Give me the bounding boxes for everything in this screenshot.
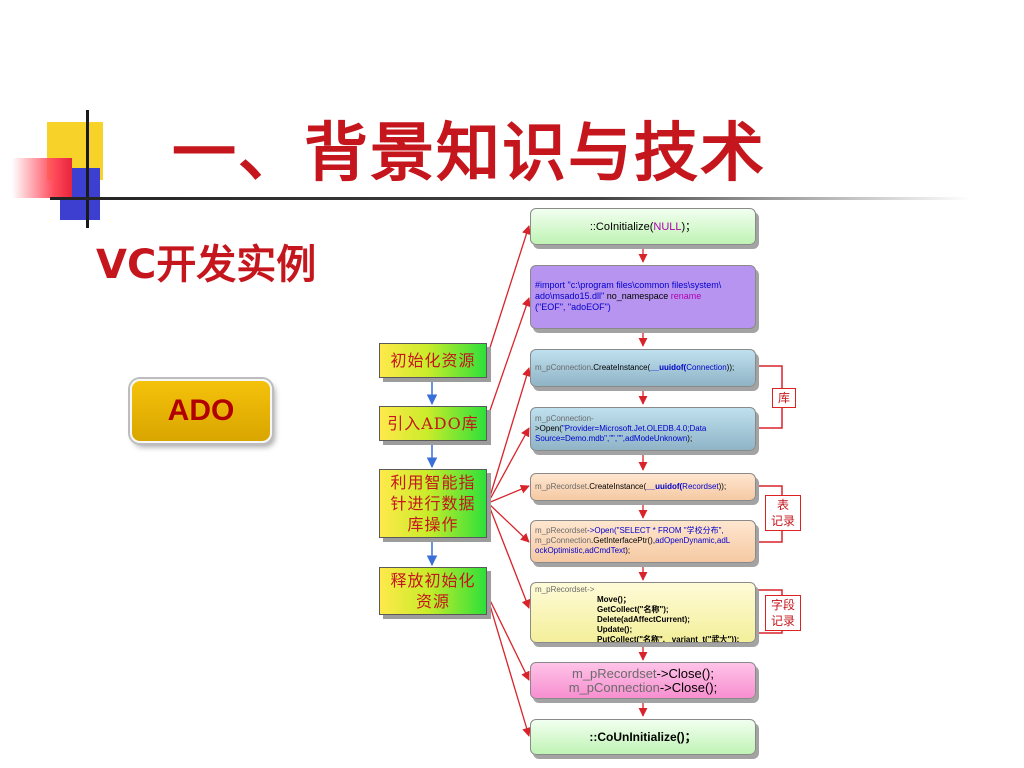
code-c4-line1: m_pConnection- [535,414,594,423]
step-release-resources-line1: 释放初始化 [390,571,476,590]
arrow-release-to-c9 [485,591,532,737]
title-underline [50,197,970,200]
bracket-label-table-record-line1: 表 [776,498,789,512]
step-smart-pointer-db-ops: 利用智能指 针进行数据 库操作 [379,469,487,538]
step-release-resources-line2: 资源 [415,592,450,611]
code-c4-line3a: Source=Demo.mdb","","", [535,434,626,443]
code-c2-line2c: rename [670,291,702,301]
code-c3-a: m_pConnection [535,363,592,372]
code-c6-line2b: .GetInterfacePtr(), [591,536,656,545]
arrow-import-to-c2 [485,297,531,423]
bracket-label-field-record-line2: 记录 [770,614,795,628]
code-c9-a: ::CoUnInitialize()； [589,730,697,744]
code-c1-b: NULL [653,220,682,233]
code-c6-line2c: adOpenDynamic,adL [655,536,731,545]
code-c2-line2a: ado\msado15.dll" [535,291,607,301]
bracket-label-field-record: 字段 记录 [765,595,801,631]
step-import-ado-label: 引入ADO库 [387,414,479,433]
code-c1-c: )； [681,220,697,233]
code-c7-line3: GetCollect("名称"); [597,605,669,614]
bracket-label-table-record: 表 记录 [765,495,801,531]
code-c1-a: ::CoInitialize( [589,220,654,233]
code-recordset-ops: m_pRecordset-> Move()； GetCollect("名称");… [530,582,756,643]
code-c6-line1b: ->Open("SELECT * FROM "学校分布", [587,526,724,535]
code-c8-line2a: m_pConnection [568,679,660,695]
code-c5-b: .CreateInstance( [587,482,647,491]
title-decoration-red-bar [12,158,72,198]
code-c3-c: __uuidof( [650,363,687,372]
arrow-ops-to-c6 [487,502,530,543]
code-close: m_pRecordset->Close(); m_pConnection->Cl… [530,662,756,699]
code-c2-line2b: no_namespace [606,291,671,301]
code-c6-line3c: ); [625,546,631,555]
code-recordset-create: m_pRecordset.CreateInstance(__uuidof(Rec… [530,473,756,501]
step-smart-pointer-db-ops-line1: 利用智能指 [390,473,476,492]
arrow-ops-to-c5 [487,484,530,504]
code-c4-line3b: adModeUnknown [625,434,688,443]
code-c2-line3: ("EOF", "adoEOF") [535,302,611,312]
code-c4-line2a: >Open( [535,424,562,433]
code-c3-e: )); [726,363,735,372]
code-c5-c: __uuidof( [646,482,683,491]
step-import-ado: 引入ADO库 [379,406,487,441]
code-c7-line6: PutCollect("名称", _variant_t("武大")); [597,635,740,643]
code-c7-line1: m_pRecordset-> [535,585,595,594]
bracket-label-table-record-line2: 记录 [770,514,795,528]
step-smart-pointer-db-ops-line3: 库操作 [407,515,459,534]
code-c2-line1: #import "c:\program files\common files\s… [535,280,722,290]
arrow-ops-to-c3 [487,367,531,504]
code-c3-d: Connection [686,363,727,372]
code-coinitialize: ::CoInitialize(NULL)； [530,208,756,245]
step-init-resources-label: 初始化资源 [390,351,476,370]
bracket-label-field-record-line1: 字段 [770,598,795,612]
arrow-ops-to-c7 [487,502,531,609]
page-subtitle: VC开发实例 [96,242,317,288]
code-c8-line1b: ->Close(); [656,665,714,681]
code-recordset-open: m_pRecordset->Open("SELECT * FROM "学校分布"… [530,520,756,563]
code-c5-d: Recordset [682,482,719,491]
code-couninitialize: ::CoUnInitialize()； [530,719,756,755]
bracket-label-library: 库 [772,388,796,408]
code-c5-e: )); [718,482,727,491]
code-c6-line3b: adCmdText [584,546,626,555]
code-c7-line5: Update(); [597,625,633,634]
code-c3-b: .CreateInstance( [591,363,651,372]
arrow-init-to-c1 [485,225,531,361]
code-c8-line1a: m_pRecordset [572,665,657,681]
code-c4-line3c: ); [687,434,693,443]
code-c7-line2: Move()； [597,595,631,604]
code-c7-line4: Delete(adAffectCurrent); [597,615,690,624]
code-c4-line2b: "Provider=Microsoft.Jet.OLEDB.4.0;Data [561,424,707,433]
page-title: 一、背景知识与技术 [172,117,766,191]
bracket-label-library-text: 库 [777,391,790,405]
code-connection-open: m_pConnection- >Open("Provider=Microsoft… [530,407,756,451]
arrow-ops-to-c4 [487,427,530,504]
code-import-msado: #import "c:\program files\common files\s… [530,265,756,329]
step-smart-pointer-db-ops-line2: 针进行数据 [390,494,476,513]
step-release-resources: 释放初始化 资源 [379,567,487,615]
ado-badge: ADO [130,379,272,443]
code-c6-line1a: m_pRecordset [535,526,588,535]
code-c6-line2a: m_pConnection [535,536,592,545]
arrow-release-to-c8 [485,591,530,681]
step-init-resources: 初始化资源 [379,343,487,378]
code-c8-line2b: ->Close(); [659,679,718,695]
code-c5-a: m_pRecordset [535,482,588,491]
code-c6-line3a: ockOptimistic, [535,546,585,555]
code-connection-create: m_pConnection.CreateInstance(__uuidof(Co… [530,349,756,387]
title-decoration-vertical-line [86,110,89,228]
